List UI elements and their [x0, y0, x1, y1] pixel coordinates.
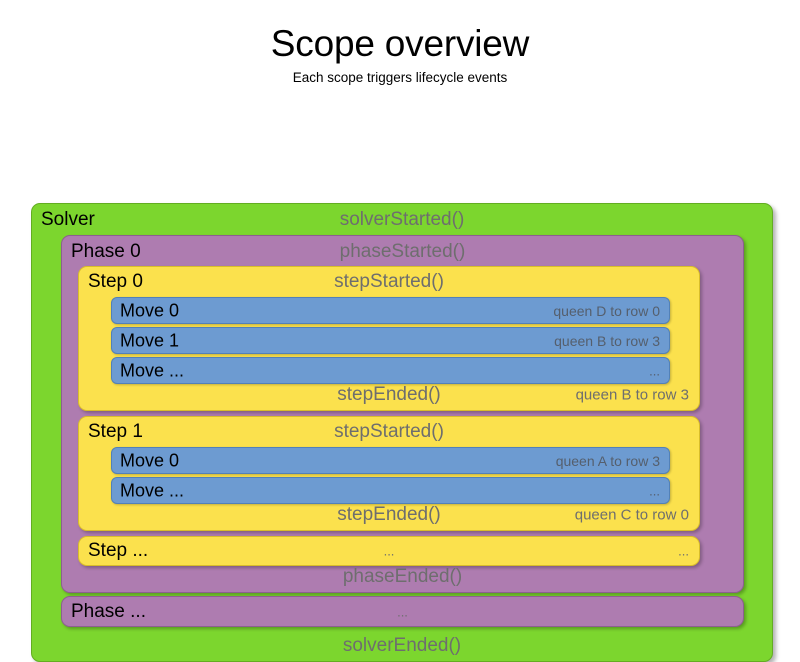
- step-0-header-row: Step 0 stepStarted(): [79, 267, 699, 297]
- step-1-moves-list: Move 0 queen A to row 3 Move ... ...: [111, 447, 670, 507]
- move-value: queen D to row 0: [553, 302, 660, 319]
- move-row[interactable]: Move ... ...: [111, 357, 670, 384]
- move-label: Move ...: [120, 360, 185, 380]
- phase-started-event: phaseStarted(): [339, 240, 466, 262]
- phase-ellipsis-event: ...: [397, 604, 408, 619]
- step-1-footer-row: stepEnded() queen C to row 0: [79, 500, 699, 530]
- page-subtitle: Each scope triggers lifecycle events: [292, 70, 508, 85]
- step-0-footer-row: stepEnded() queen B to row 3: [79, 380, 699, 410]
- move-row[interactable]: Move 1 queen B to row 3: [111, 327, 670, 354]
- phase-ended-event: phaseEnded(): [342, 565, 463, 587]
- move-value: queen A to row 3: [555, 452, 660, 469]
- step-ellipsis-label: Step ...: [88, 540, 149, 561]
- move-label: Move 1: [120, 330, 180, 350]
- step-1-label: Step 1: [88, 421, 143, 442]
- move-value: ...: [649, 483, 660, 498]
- step-0-label: Step 0: [88, 271, 143, 292]
- solver-started-event: solverStarted(): [339, 208, 465, 230]
- move-row[interactable]: Move 0 queen D to row 0: [111, 297, 670, 324]
- page-title: Scope overview: [270, 23, 530, 64]
- move-label: Move 0: [120, 450, 180, 470]
- phase-ellipsis-scope[interactable]: Phase ... ...: [61, 596, 744, 627]
- solver-footer-row: solverEnded(): [32, 630, 772, 661]
- step-1-header-row: Step 1 stepStarted(): [79, 417, 699, 447]
- step-0-scope[interactable]: Step 0 stepStarted() Move 0 queen D to r…: [78, 266, 700, 411]
- move-row[interactable]: Move ... ...: [111, 477, 670, 504]
- page-header: Scope overview Each scope triggers lifec…: [0, 0, 800, 87]
- move-value: queen B to row 3: [554, 332, 660, 349]
- solver-ended-event: solverEnded(): [342, 634, 462, 656]
- move-value: ...: [649, 363, 660, 378]
- move-label: Move ...: [120, 480, 185, 500]
- phase-0-footer-row: phaseEnded(): [62, 561, 743, 592]
- solver-label: Solver: [41, 208, 95, 230]
- phase-0-scope[interactable]: Phase 0 phaseStarted() Step 0 stepStarte…: [61, 235, 744, 593]
- phase-ellipsis-row: Phase ... ...: [62, 597, 743, 626]
- step-0-started-event: stepStarted(): [334, 271, 444, 292]
- step-0-moves-list: Move 0 queen D to row 0 Move 1 queen B t…: [111, 297, 670, 387]
- solver-header-row: Solver solverStarted(): [32, 204, 772, 235]
- move-row[interactable]: Move 0 queen A to row 3: [111, 447, 670, 474]
- step-0-ended-value: queen B to row 3: [575, 386, 689, 404]
- step-ellipsis-scope[interactable]: Step ... ... ...: [78, 536, 700, 566]
- phase-0-label: Phase 0: [71, 240, 141, 262]
- phase-ellipsis-label: Phase ...: [71, 600, 146, 622]
- step-ellipsis-event: ...: [383, 543, 395, 559]
- solver-scope[interactable]: Solver solverStarted() Phase 0 phaseStar…: [31, 203, 773, 662]
- move-label: Move 0: [120, 300, 180, 320]
- step-1-started-event: stepStarted(): [334, 421, 444, 442]
- phase-0-header-row: Phase 0 phaseStarted(): [62, 236, 743, 267]
- step-ellipsis-value: ...: [678, 543, 689, 559]
- step-1-scope[interactable]: Step 1 stepStarted() Move 0 queen A to r…: [78, 416, 700, 531]
- step-1-ended-value: queen C to row 0: [574, 506, 689, 524]
